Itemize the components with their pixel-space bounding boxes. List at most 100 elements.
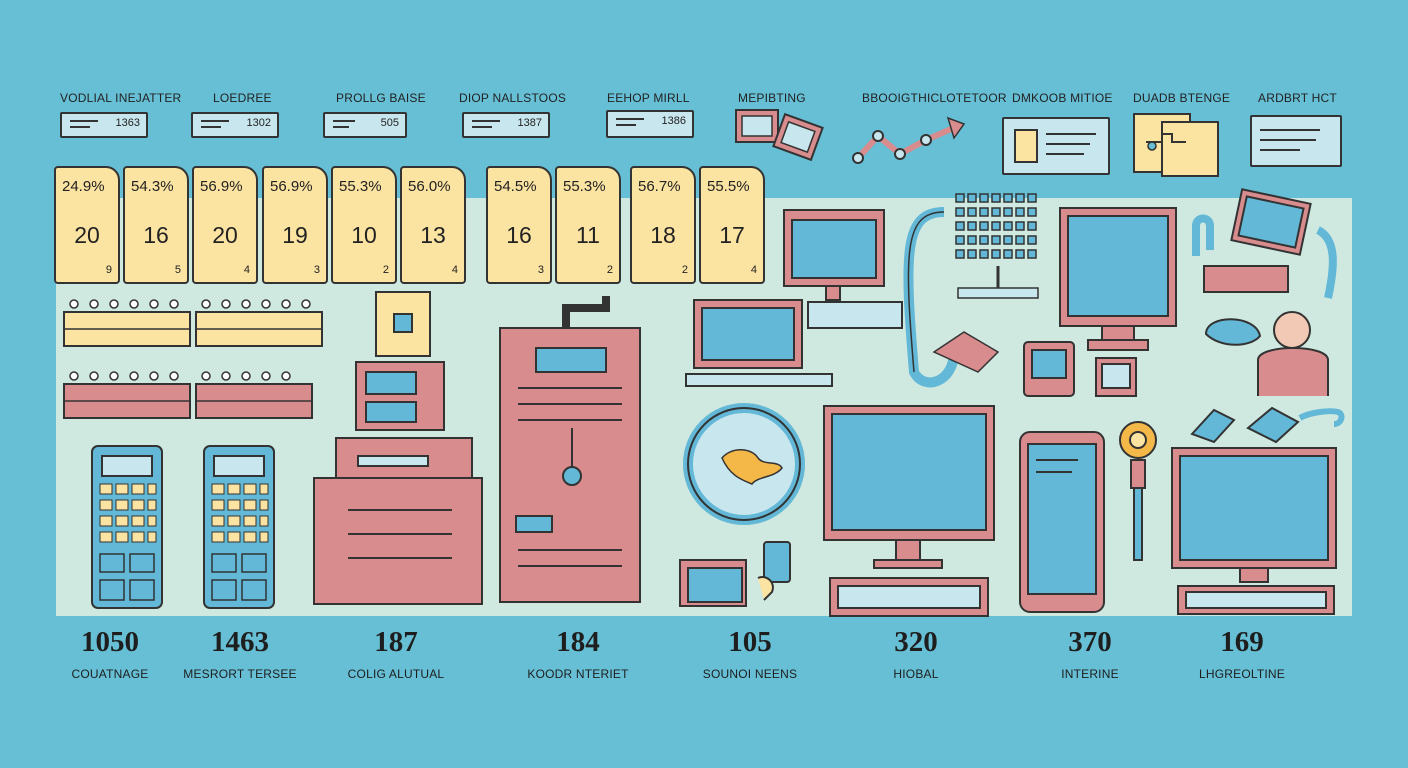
monitor-right-bottom	[1171, 447, 1337, 615]
stat-caption: LHGREOLTINE	[1199, 667, 1285, 681]
stat-card-8: 55.3% 11 2	[555, 166, 621, 284]
card-count: 3	[537, 264, 544, 276]
card-count: 4	[750, 264, 757, 276]
stat-value: 1050	[81, 626, 139, 658]
card-value: 10	[351, 222, 377, 248]
stat-caption: COUATNAGE	[71, 667, 149, 681]
laptop	[685, 299, 833, 387]
card-value: 17	[719, 222, 745, 248]
card-percent: 56.7%	[638, 178, 681, 195]
server-tower	[499, 296, 641, 603]
small-devices	[1023, 341, 1137, 397]
network-hub	[903, 193, 1039, 388]
stat-value: 169	[1220, 626, 1264, 658]
stat-card-6: 56.0% 13 4	[400, 166, 466, 284]
card-value: 16	[143, 222, 169, 248]
speech-bubble-2: 1302	[191, 112, 279, 138]
top-label-1: VODLIAL INEJATTER	[60, 91, 182, 105]
top-label-7: BBOOIGTHICLOTETOOR	[862, 91, 1007, 105]
top-label-6: MEPIBTING	[738, 91, 806, 105]
speech-bubble-3: 505	[323, 112, 407, 138]
stat-4: 184 KOODR NTERIET	[498, 626, 658, 681]
person-avatar	[1190, 311, 1345, 444]
bubble-number-1: 1363	[115, 117, 140, 129]
stat-card-7: 54.5% 16 3	[486, 166, 552, 284]
card-count: 4	[243, 264, 250, 276]
stat-1: 1050 COUATNAGE	[30, 626, 190, 681]
machine-stack	[313, 291, 483, 605]
stat-2: 1463 MESRORT TERSEE	[160, 626, 320, 681]
stat-card-2: 54.3% 16 5	[123, 166, 189, 284]
stat-card-1: 24.9% 20 9	[54, 166, 120, 284]
calculators	[91, 445, 275, 609]
stat-value: 370	[1068, 626, 1112, 658]
card-value: 11	[576, 222, 600, 248]
card-value: 20	[212, 222, 238, 248]
card-percent: 55.3%	[563, 178, 606, 195]
card-count: 9	[105, 264, 112, 276]
stat-card-10: 55.5% 17 4	[699, 166, 765, 284]
stat-caption: MESRORT TERSEE	[183, 667, 297, 681]
speech-bubble-1: 1363	[60, 112, 148, 138]
card-percent: 56.9%	[200, 178, 243, 195]
stat-value: 187	[374, 626, 418, 658]
card-count: 5	[174, 264, 181, 276]
card-percent: 56.9%	[270, 178, 313, 195]
bubble-number-4: 1387	[517, 117, 542, 129]
card-percent: 54.3%	[131, 178, 174, 195]
card-count: 2	[382, 264, 389, 276]
stat-value: 1463	[211, 626, 269, 658]
puzzle-documents-icon	[1133, 113, 1219, 177]
card-value: 16	[506, 222, 532, 248]
card-percent: 56.0%	[408, 178, 451, 195]
card-percent: 55.3%	[339, 178, 382, 195]
stat-card-9: 56.7% 18 2	[630, 166, 696, 284]
stat-3: 187 COLIG ALUTUAL	[316, 626, 476, 681]
stat-card-5: 55.3% 10 2	[331, 166, 397, 284]
wifi-pen-icon	[1119, 421, 1157, 561]
id-card-bubble	[1002, 117, 1110, 175]
documents-icon	[735, 109, 824, 162]
stat-6: 320 HIOBAL	[836, 626, 996, 681]
stat-caption: KOODR NTERIET	[527, 667, 629, 681]
stat-caption: SOUNOI NEENS	[702, 667, 798, 681]
top-label-10: ARDBRT HCT	[1258, 91, 1337, 105]
card-count: 2	[606, 264, 613, 276]
tablet	[1019, 431, 1105, 613]
card-count: 3	[313, 264, 320, 276]
stat-value: 320	[894, 626, 938, 658]
top-label-5: EEHOP MIRLL	[607, 91, 690, 105]
stat-caption: COLIG ALUTUAL	[347, 667, 445, 681]
stat-caption: INTERINE	[1061, 667, 1119, 681]
bubble-number-2: 1302	[246, 117, 271, 129]
bubble-number-3: 505	[380, 117, 399, 129]
top-label-4: DIOP NALLSTOOS	[459, 91, 567, 105]
stat-card-4: 56.9% 19 3	[262, 166, 328, 284]
chat-bubble	[1250, 115, 1342, 167]
monitor-right-top	[1059, 207, 1177, 351]
stat-8: 169 LHGREOLTINE	[1162, 626, 1322, 681]
timeline-strips	[63, 299, 323, 419]
top-label-8: DMKOOB MITIOE	[1012, 91, 1113, 105]
stat-value: 184	[556, 626, 600, 658]
card-count: 2	[681, 264, 688, 276]
stat-7: 370 INTERINE	[1010, 626, 1170, 681]
top-label-3: PROLLG BAISE	[336, 91, 426, 105]
card-value: 19	[282, 222, 308, 248]
card-value: 18	[650, 222, 676, 248]
monitor-large	[823, 405, 995, 617]
top-label-2: LOEDREE	[213, 91, 272, 105]
bubble-number-5: 1386	[661, 115, 686, 127]
card-value: 13	[420, 222, 446, 248]
card-count: 4	[451, 264, 458, 276]
phone-and-cards	[679, 541, 791, 607]
stat-caption: HIOBAL	[893, 667, 939, 681]
card-percent: 54.5%	[494, 178, 537, 195]
globe-icon	[683, 403, 805, 525]
monitor-small	[783, 209, 903, 329]
speech-bubble-5: 1386	[606, 110, 694, 138]
card-value: 20	[74, 222, 100, 248]
speech-bubble-4: 1387	[462, 112, 550, 138]
tilted-monitor	[1192, 188, 1337, 299]
top-label-9: DUADB BTENGE	[1133, 91, 1231, 105]
